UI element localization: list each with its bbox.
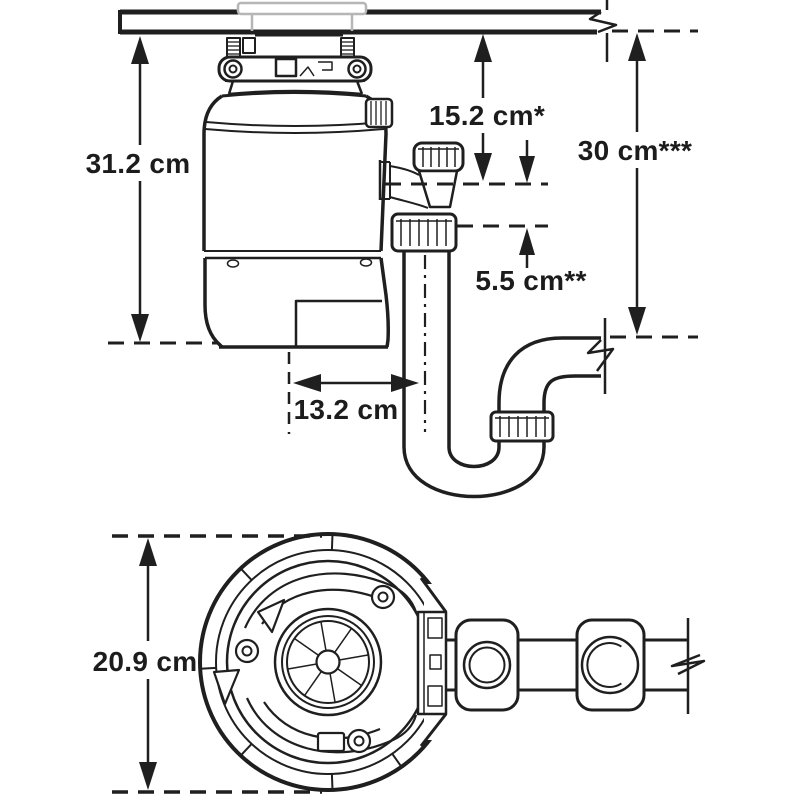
top-view-diagram: 20.9 cm — [93, 532, 706, 794]
dimension-body-width: 20.9 cm — [93, 538, 198, 790]
dim-outlet-to-trap: 5.5 cm** — [475, 265, 586, 296]
plan-wall-break-icon — [670, 618, 706, 714]
splash-guard — [273, 607, 383, 717]
sink-flange — [236, 1, 368, 31]
dimension-counter-to-drain: 30 cm*** — [578, 33, 692, 335]
reference-lines — [108, 29, 698, 434]
dimension-disposer-height: 31.2 cm — [86, 36, 191, 342]
dim-counter-to-outlet: 15.2 cm* — [429, 100, 545, 131]
side-view-diagram: 31.2 cm 15.2 cm* 30 cm*** 5.5 cm** — [86, 0, 698, 499]
dim-disposer-height: 31.2 cm — [86, 148, 191, 179]
trap-coupling-nut — [489, 410, 555, 443]
disposer-body — [202, 91, 394, 349]
plan-coupling-nut-1 — [454, 618, 520, 712]
mounting-assembly — [217, 34, 373, 96]
dimension-counter-to-outlet: 15.2 cm* — [429, 34, 545, 181]
plan-coupling-nut-2 — [575, 618, 646, 712]
disposer-plan-body — [198, 532, 458, 792]
counter-break-icon — [588, 0, 618, 62]
access-panel — [294, 299, 382, 347]
slip-coupling-nut — [390, 212, 458, 253]
p-trap — [402, 251, 601, 499]
discharge-elbow — [389, 141, 465, 253]
dimension-outlet-to-trap: 5.5 cm** — [475, 140, 586, 296]
dim-counter-to-drain: 30 cm*** — [578, 135, 692, 166]
dim-center-to-drainpipe: 13.2 cm — [294, 394, 399, 425]
dimension-center-to-drainpipe: 13.2 cm — [293, 374, 419, 425]
dim-body-width: 20.9 cm — [93, 646, 198, 677]
drain-wall-break-icon — [586, 318, 615, 394]
plan-outlet-assembly — [416, 577, 706, 747]
dishwasher-inlet — [364, 97, 394, 129]
